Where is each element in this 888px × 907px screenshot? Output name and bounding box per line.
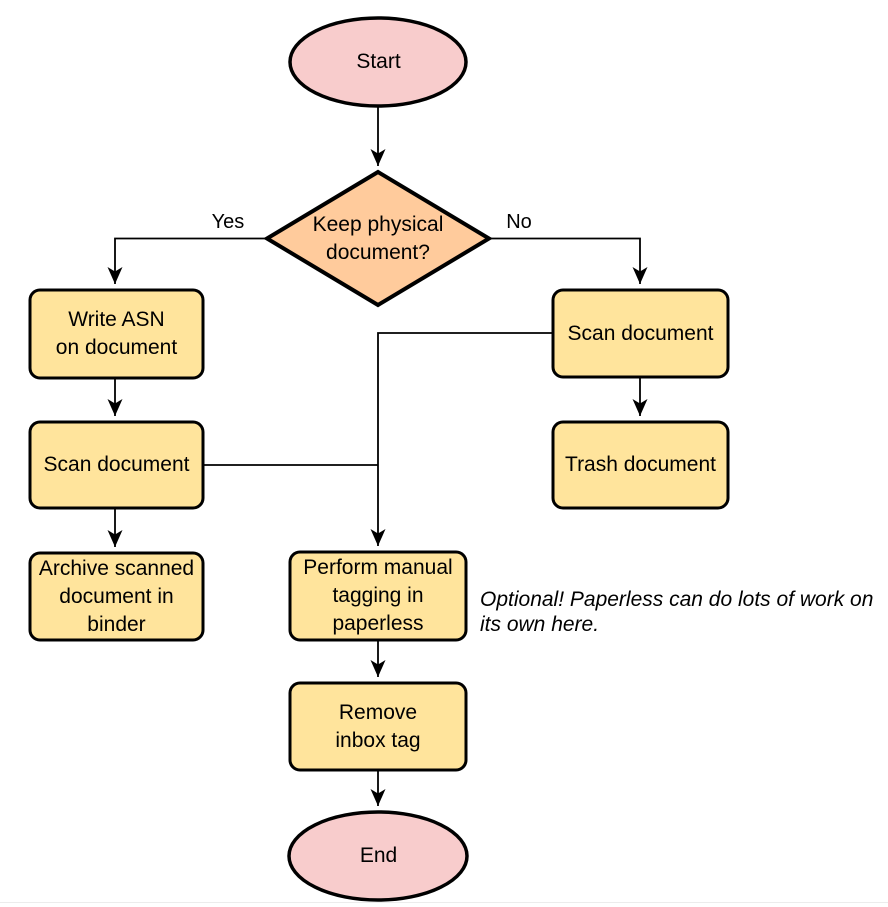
start-node-shape [288,16,468,108]
remove-inbox-node-shape [288,681,468,772]
write-asn-node-shape [28,288,205,380]
tagging-node-shape [288,550,468,642]
archive-node-shape [28,551,205,642]
edge-scanright-to-tagging [370,332,553,546]
scan-right-node-shape [551,288,730,379]
end-node-shape [287,810,469,902]
edges-group [107,106,648,806]
scan-left-node-shape [28,420,205,510]
bottom-divider [0,902,888,903]
no-edge-label: No [506,211,532,233]
edge-yes-branch [107,237,267,284]
edge-no-branch [489,237,648,284]
trash-node-shape [551,420,730,510]
decision-node-shape [263,169,493,308]
optional-annotation: Optional! Paperless can do lots of work … [480,588,874,636]
yes-edge-label: Yes [211,211,245,233]
